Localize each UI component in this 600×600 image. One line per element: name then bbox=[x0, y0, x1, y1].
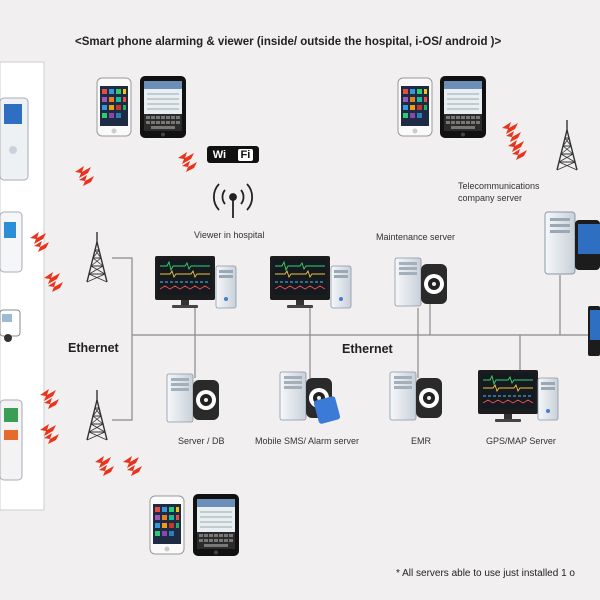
infusion-device bbox=[0, 211, 23, 273]
footnote: * All servers able to use just installed… bbox=[396, 568, 575, 579]
label-server-db: Server / DB bbox=[178, 436, 225, 446]
mobile-devices-bottom bbox=[149, 493, 240, 557]
maintenance-server bbox=[394, 257, 448, 307]
wifi-badge: Wi Fi bbox=[207, 146, 259, 163]
partial-server bbox=[588, 306, 600, 356]
mobile-sms-alarm-server bbox=[279, 371, 341, 424]
diagram-title: <Smart phone alarming & viewer (inside/ … bbox=[75, 36, 502, 48]
label-mobile-sms-alarm: Mobile SMS/ Alarm server bbox=[255, 436, 360, 446]
label-gps-map: GPS/MAP Server bbox=[486, 436, 556, 446]
portable-monitor-device bbox=[0, 399, 23, 481]
emr-server bbox=[389, 371, 443, 421]
viewer-workstation bbox=[269, 255, 352, 309]
telecom-server bbox=[544, 211, 600, 275]
gps-map-server bbox=[477, 369, 559, 423]
ambulance-icon bbox=[0, 309, 21, 342]
cell-tower-icon bbox=[86, 389, 108, 441]
label-telecom-line2: company server bbox=[458, 193, 523, 203]
wifi-badge-right: Fi bbox=[237, 148, 254, 161]
patient-devices-panel bbox=[0, 61, 45, 511]
network-lines bbox=[112, 257, 600, 421]
wifi-badge-left: Wi bbox=[212, 148, 227, 161]
wifi-antenna-icon bbox=[212, 183, 254, 218]
label-emr: EMR bbox=[411, 436, 431, 446]
patient-monitor-device bbox=[0, 97, 29, 181]
mobile-devices-top-right bbox=[397, 75, 487, 139]
label-viewer-in-hospital: Viewer in hospital bbox=[194, 230, 265, 240]
label-maintenance-server: Maintenance server bbox=[376, 232, 456, 242]
viewer-workstation bbox=[154, 255, 237, 309]
server-db bbox=[166, 373, 220, 423]
tower-link-bracket bbox=[112, 257, 133, 421]
cell-tower-icon bbox=[86, 231, 108, 283]
label-telecom-line1: Telecommunications bbox=[458, 181, 540, 191]
label-ethernet-left: Ethernet bbox=[68, 341, 119, 355]
label-ethernet-center: Ethernet bbox=[342, 342, 393, 356]
mobile-devices-top-left bbox=[96, 75, 187, 139]
cell-tower-icon bbox=[556, 119, 578, 171]
